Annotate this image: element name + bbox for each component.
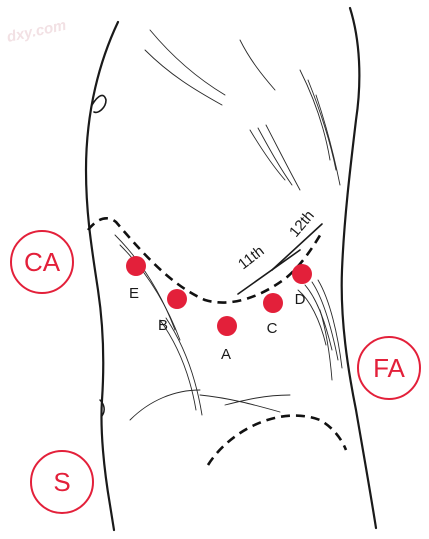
acupoints: E B A C D	[126, 256, 312, 363]
point-b-marker	[167, 289, 187, 309]
region-fa-label: FA	[373, 353, 405, 383]
region-ca-label: CA	[24, 247, 61, 277]
rib-11-line	[237, 249, 301, 295]
region-s: S	[30, 450, 94, 514]
armpit-fold	[91, 94, 107, 114]
muscle-shading	[114, 29, 343, 421]
rib-12-label: 12th	[286, 207, 318, 240]
point-c-label: C	[267, 320, 278, 337]
rib-11-label: 11th	[235, 242, 268, 273]
right-body-contour	[340, 6, 378, 530]
point-a-label: A	[221, 346, 231, 363]
point-c-marker	[263, 293, 283, 313]
point-a-marker	[217, 316, 237, 336]
region-fa: FA	[357, 336, 421, 400]
waist-notch	[99, 399, 105, 417]
region-ca: CA	[10, 230, 74, 294]
point-d-label: D	[295, 291, 306, 308]
point-b-label: B	[158, 317, 168, 334]
region-ca-ring	[10, 230, 74, 294]
point-e-marker	[126, 256, 146, 276]
rib-12-line	[271, 223, 323, 271]
left-body-contour	[84, 20, 120, 532]
torso-outline	[84, 6, 378, 532]
region-s-label: S	[53, 467, 70, 497]
point-e-label: E	[129, 285, 139, 302]
iliac-crest-dashed	[206, 414, 348, 466]
point-d-marker	[292, 264, 312, 284]
region-s-ring	[30, 450, 94, 514]
region-fa-ring	[357, 336, 421, 400]
watermark: dxy.com	[5, 17, 68, 46]
